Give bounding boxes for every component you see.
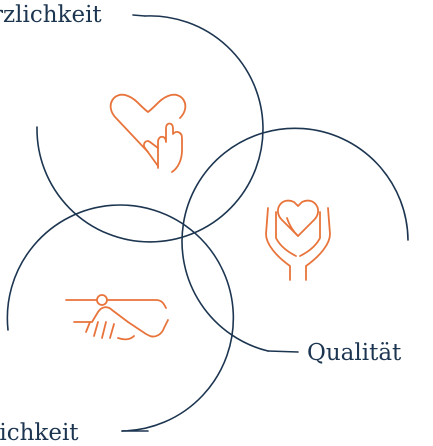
label-bottom: lichkeit <box>0 420 79 446</box>
ring-bottom <box>6 204 235 432</box>
ring-top <box>36 15 264 243</box>
label-right: Qualität <box>307 340 402 366</box>
connector-top <box>132 14 146 17</box>
hand-holding-heart-icon <box>109 93 187 173</box>
hands-heart-icon <box>265 199 331 281</box>
connector-right <box>267 350 299 353</box>
ring-right <box>181 127 409 352</box>
handshake-icon <box>65 294 169 341</box>
label-top: rzlichkeit <box>0 2 102 28</box>
